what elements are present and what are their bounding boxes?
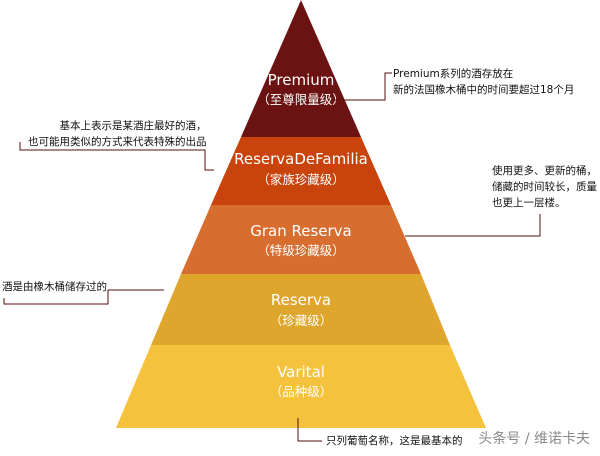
tier-label-reserva-de-familia: ReservaDeFamilia [234,150,368,168]
pyramid-tier-reserva-de-familia [211,137,391,205]
leader-line-familia [19,142,214,171]
note-varital: 只列葡萄名称，这是最基本的 [326,433,463,449]
tier-label-premium: Premium [268,71,335,89]
note-familia-line-2: 也可能用类似的方式来代表特殊的出品 [28,136,207,148]
pyramid-tier-reserva [151,274,450,345]
leader-line-gran-reserva [405,214,541,237]
tier-sublabel-gran-reserva: （特级珍藏级） [257,243,345,258]
leader-line-reserva [3,289,164,305]
tier-sublabel-premium: （至尊限量级） [257,92,345,107]
note-gran-reserva: 使用更多、更新的桶， 储藏的时间较长，质量 也更上一层楼。 [492,163,597,211]
note-premium-line-2: 新的法国橡木桶中的时间要超过18个月 [393,84,575,96]
note-familia-line-1: 基本上表示是某酒庄最好的酒， [59,120,207,132]
leader-line-varital [297,418,322,442]
tier-sublabel-varital: （品种级） [270,384,333,399]
pyramid-tier-varital [116,345,486,428]
note-gran-reserva-line-2: 储藏的时间较长，质量 [492,181,597,193]
tier-label-varital: Varital [277,363,325,381]
note-premium-line-1: Premium系列的酒存放在 [393,68,514,80]
note-gran-reserva-line-1: 使用更多、更新的桶， [492,165,597,177]
watermark: 头条号 / 维诺卡夫 [478,431,590,447]
note-familia: 基本上表示是某酒庄最好的酒， 也可能用类似的方式来代表特殊的出品 [28,118,207,150]
note-gran-reserva-line-3: 也更上一层楼。 [492,197,566,209]
tier-sublabel-reserva-de-familia: （家族珍藏级） [257,172,345,187]
note-varital-line-1: 只列葡萄名称，这是最基本的 [326,435,463,447]
pyramid-tier-gran-reserva [181,205,421,274]
note-premium: Premium系列的酒存放在 新的法国橡木桶中的时间要超过18个月 [393,66,574,98]
note-reserva-line-1: 酒是由橡木桶储存过的 [2,281,107,293]
tier-label-reserva: Reserva [271,291,331,309]
tier-sublabel-reserva: （珍藏级） [270,313,333,328]
note-reserva: 酒是由橡木桶储存过的 [2,279,107,295]
tier-label-gran-reserva: Gran Reserva [250,222,352,240]
pyramid-tier-premium [241,0,361,137]
leader-line-premium [332,72,392,101]
